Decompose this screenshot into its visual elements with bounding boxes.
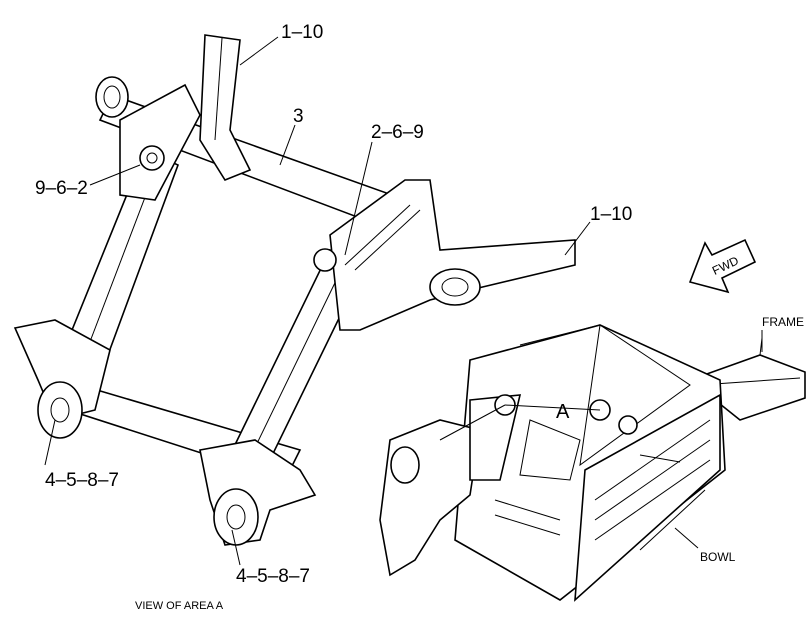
leader-lines <box>44 36 591 566</box>
callout-bottom-mid: 4–5–8–7 <box>236 566 310 587</box>
callout-bottom-left: 4–5–8–7 <box>45 470 119 491</box>
view-caption: VIEW OF AREA A <box>135 600 224 612</box>
callout-center: 3 <box>293 106 304 127</box>
callout-upper-mid: 2–6–9 <box>371 122 424 143</box>
fwd-arrow-icon: FWD <box>688 238 757 294</box>
frame-assembly <box>13 34 576 546</box>
callout-top: 1–10 <box>281 22 323 43</box>
area-label: A <box>556 401 570 423</box>
bowl-label: BOWL <box>700 550 736 564</box>
callout-left: 9–6–2 <box>35 178 88 199</box>
callout-right: 1–10 <box>590 204 632 225</box>
frame-label: FRAME <box>762 315 804 329</box>
machine-view <box>379 324 806 602</box>
